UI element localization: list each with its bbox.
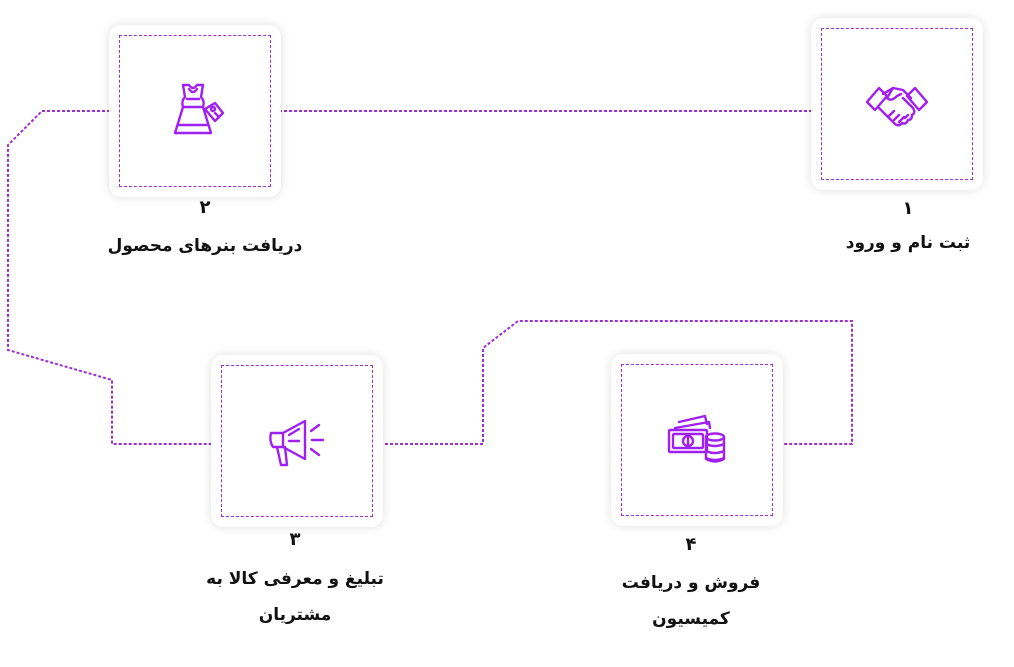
step-label-3: تبلیغ و معرفی کالا به مشتریان — [206, 569, 384, 625]
step-number-2: ۲ — [199, 197, 211, 218]
dress-tag-icon — [163, 79, 227, 143]
step-card-frame — [821, 28, 973, 180]
step-card-frame — [221, 365, 373, 517]
step-card-1 — [811, 18, 983, 190]
step-card-frame — [119, 35, 271, 187]
connector-step3-step4 — [380, 320, 853, 445]
connector-step2-step3 — [7, 110, 212, 445]
step-label-2: دریافت بنرهای محصول — [107, 236, 303, 256]
step-card-2 — [109, 25, 281, 197]
money-coins-icon — [665, 410, 729, 470]
step-card-4 — [611, 354, 783, 526]
step-label-4: فروش و دریافت کمیسیون — [621, 573, 761, 629]
step-card-3 — [211, 355, 383, 527]
step-label-1: ثبت نام و ورود — [845, 233, 971, 253]
step-card-frame — [621, 364, 773, 516]
megaphone-icon — [265, 413, 329, 469]
handshake-icon — [863, 74, 931, 134]
step-number-1: ۱ — [902, 198, 914, 219]
step-number-4: ۴ — [685, 534, 697, 555]
step-number-3: ۳ — [289, 529, 301, 550]
